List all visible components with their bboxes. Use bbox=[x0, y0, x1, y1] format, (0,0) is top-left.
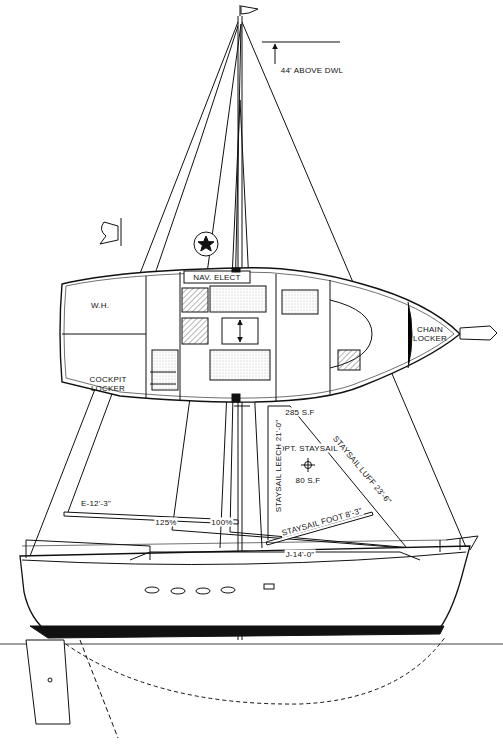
dimension-label: 44' ABOVE DWL bbox=[280, 66, 344, 75]
dimension-label: E-12'-3" bbox=[80, 499, 112, 508]
dimension-label: 100% bbox=[210, 518, 233, 527]
dimension-label: CHAIN LOCKER bbox=[412, 325, 448, 343]
dimension-label: NAV. ELECT bbox=[192, 273, 241, 282]
dimension-label: STAYSAIL LEECH 21'-0" bbox=[274, 419, 283, 513]
dimension-label: STAYSAIL LUFF 23'-6" bbox=[330, 434, 393, 507]
interior-plan bbox=[60, 268, 497, 406]
dimension-label: W.H. bbox=[90, 301, 110, 310]
dimension-label: STAYSAIL FOOT 8'-3" bbox=[280, 506, 364, 538]
dimension-label: OPT. STAYSAIL bbox=[277, 444, 339, 453]
dimension-label: 125% bbox=[154, 518, 177, 527]
dimension-label: COCKPIT LOCKER bbox=[85, 375, 131, 393]
dimension-label: J-14'-0" bbox=[285, 550, 316, 559]
dimension-label: 285 S.F bbox=[284, 408, 315, 417]
hull-profile bbox=[0, 536, 503, 738]
dimension-label: 80 S.F bbox=[295, 476, 322, 485]
